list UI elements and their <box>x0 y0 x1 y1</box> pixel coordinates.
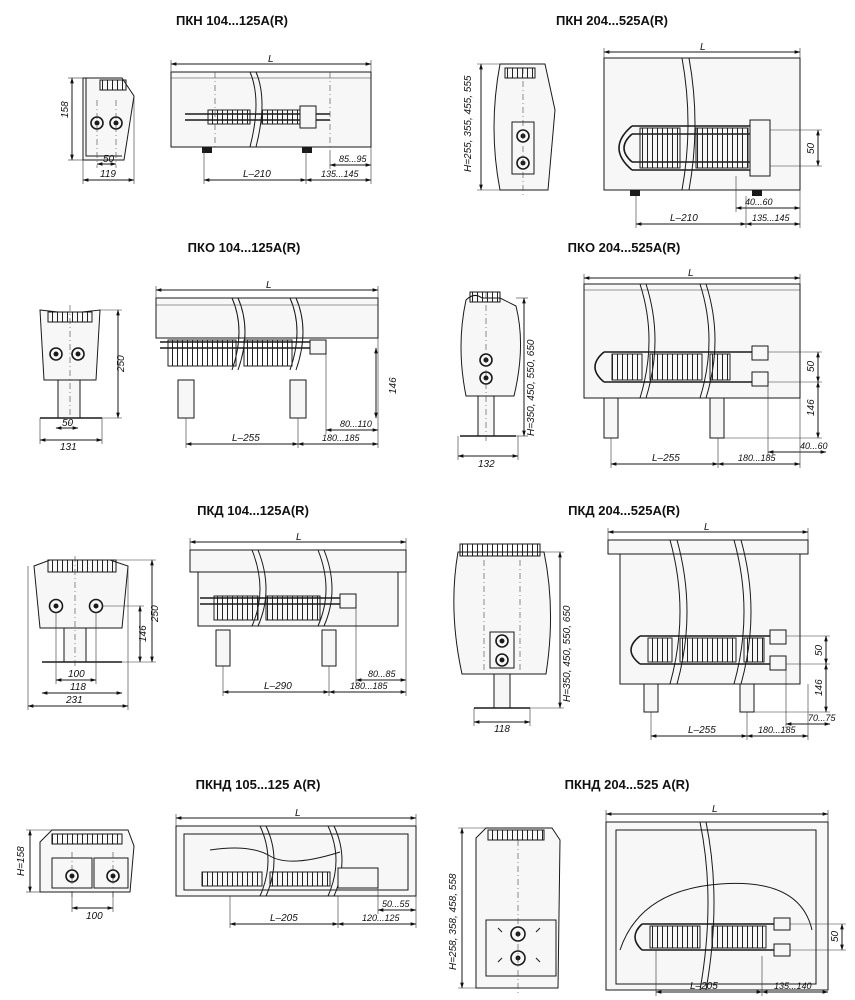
dim-pknd-large-L: L <box>712 804 718 815</box>
pkd-large-front-view <box>607 528 831 740</box>
dim-pkn-large-40: 40...60 <box>745 197 773 207</box>
dim-pko-large-40: 40...60 <box>800 441 828 451</box>
pknd-small-side-view <box>26 829 135 912</box>
dim-pknd-small-120: 120...125 <box>362 913 401 923</box>
dim-pkd-large-70: 70...75 <box>808 713 837 723</box>
dim-pknd-small-height: H=158 <box>16 846 27 876</box>
dim-pkn-large-l210: L–210 <box>670 213 698 224</box>
title-pkd-large: ПКД 204...525А(R) <box>568 503 680 518</box>
title-pkd-small: ПКД 104...125А(R) <box>197 503 309 518</box>
dim-pkd-large-180: 180...185 <box>758 725 797 735</box>
dim-pknd-small-L: L <box>295 808 301 819</box>
pkd-large-side-view <box>453 543 564 726</box>
title-pknd-small: ПКНД 105...125 А(R) <box>195 777 321 792</box>
dim-pkd-large-146: 146 <box>814 679 825 696</box>
dim-pkn-small-L: L <box>268 54 274 65</box>
dim-pkn-small-119: 119 <box>100 169 116 180</box>
dim-pkd-small-250: 250 <box>150 605 161 623</box>
dim-pko-small-50: 50 <box>62 418 74 429</box>
dim-pknd-large-135: 135...140 <box>774 981 812 991</box>
dim-pko-small-L: L <box>266 280 272 291</box>
dim-pko-small-l255: L–255 <box>232 433 260 444</box>
title-pko-small: ПКО 104...125А(R) <box>187 240 301 255</box>
dim-pko-small-180: 180...185 <box>322 433 361 443</box>
dim-pkn-small-l210: L–210 <box>243 169 271 180</box>
dim-pknd-large-l205: L–205 <box>690 981 718 992</box>
dim-pko-large-height: H=350, 450, 550, 650 <box>526 339 537 436</box>
title-pkn-large: ПКН 204...525А(R) <box>556 13 668 28</box>
title-pko-large: ПКО 204...525А(R) <box>567 240 681 255</box>
pkn-large-side-view <box>477 63 556 196</box>
dim-pkn-small-height: 158 <box>60 101 71 118</box>
dim-pkd-small-L: L <box>296 532 302 543</box>
dim-pko-small-146: 146 <box>388 377 399 394</box>
dim-pkd-large-height: H=350, 450, 550, 650 <box>562 605 573 702</box>
dim-pkd-large-50: 50 <box>814 644 825 656</box>
title-pknd-large: ПКНД 204...525 А(R) <box>564 777 690 792</box>
dim-pknd-large-50: 50 <box>830 930 841 942</box>
dim-pko-large-L: L <box>688 268 694 279</box>
dim-pkn-large-50: 50 <box>806 142 817 154</box>
dim-pko-large-132: 132 <box>478 459 495 470</box>
dim-pkn-small-85: 85...95 <box>339 154 368 164</box>
dim-pkn-small-50: 50 <box>103 154 115 165</box>
dim-pkd-small-118: 118 <box>70 682 86 693</box>
pknd-small-front-view <box>175 814 417 928</box>
dim-pkd-small-100: 100 <box>68 669 85 680</box>
dim-pko-large-50: 50 <box>806 360 817 372</box>
pko-large-front-view <box>583 274 827 468</box>
dim-pko-small-131: 131 <box>60 442 77 453</box>
pkd-small-front-view <box>189 538 407 696</box>
dim-pknd-small-50: 50...55 <box>382 899 411 909</box>
pknd-large-side-view <box>458 827 561 994</box>
pko-small-side-view <box>39 305 122 444</box>
pkn-small-side-view <box>68 77 135 184</box>
dim-pkd-small-l290: L–290 <box>264 681 292 692</box>
pkd-small-side-view <box>27 556 156 710</box>
dim-pkd-small-146: 146 <box>138 625 149 642</box>
dim-pko-large-146: 146 <box>806 399 817 416</box>
dim-pkd-large-118: 118 <box>494 724 510 735</box>
dim-pknd-large-height: H=258, 358, 458, 558 <box>448 873 459 970</box>
dim-pknd-small-l205: L–205 <box>270 913 298 924</box>
pknd-large-front-view <box>605 810 846 996</box>
dim-pko-large-l255: L–255 <box>652 453 680 464</box>
dim-pko-small-80: 80...110 <box>340 419 372 429</box>
pko-large-side-view <box>457 291 528 460</box>
dim-pkd-large-l255: L–255 <box>688 725 716 736</box>
dim-pkn-large-L: L <box>700 42 706 53</box>
title-pkn-small: ПКН 104...125А(R) <box>176 13 288 28</box>
dim-pko-small-250: 250 <box>116 355 127 373</box>
dim-pkd-small-231: 231 <box>65 695 83 706</box>
dim-pko-large-180: 180...185 <box>738 453 777 463</box>
pkn-large-front-view <box>603 48 822 228</box>
pkn-small-front-view <box>170 60 372 184</box>
dim-pkn-large-height: H=255, 355, 455, 555 <box>463 75 474 172</box>
dim-pkd-small-180: 180...185 <box>350 681 389 691</box>
pko-small-front-view <box>155 286 379 448</box>
dim-pkn-large-135: 135...145 <box>752 213 791 223</box>
dim-pkd-small-80: 80...85 <box>368 669 397 679</box>
dim-pknd-small-100: 100 <box>86 911 103 922</box>
dim-pkd-large-L: L <box>704 522 710 533</box>
dim-pkn-small-135: 135...145 <box>321 169 360 179</box>
